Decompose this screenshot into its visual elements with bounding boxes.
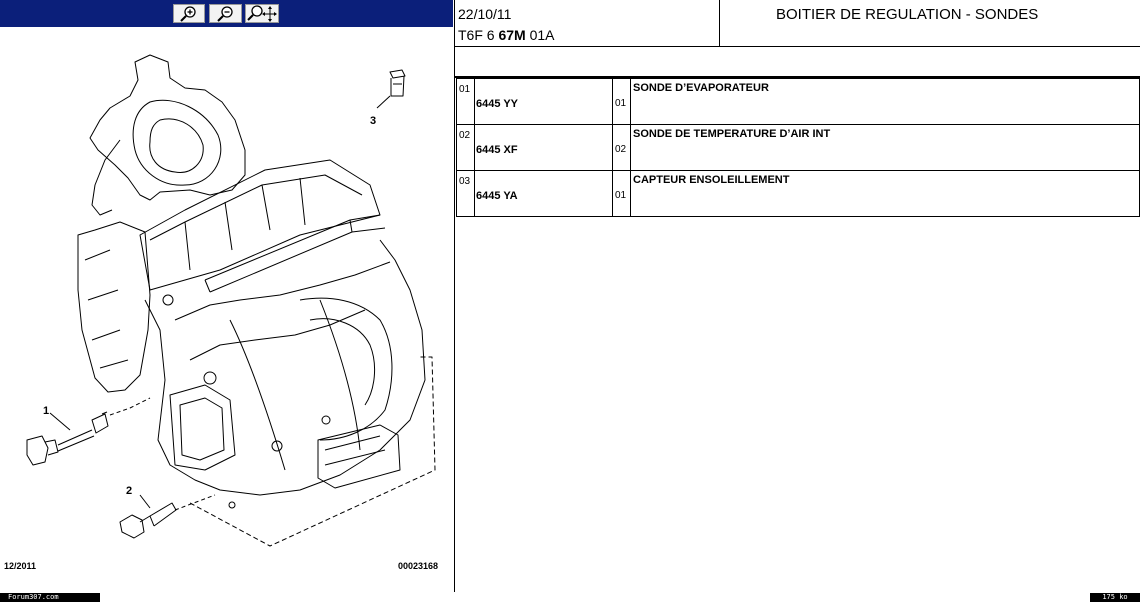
part-description: SONDE D’EVAPORATEUR xyxy=(633,82,769,94)
header-date: 22/10/11 xyxy=(458,6,512,22)
quantity-cell: 01 xyxy=(612,78,631,125)
quantity-cell: 02 xyxy=(612,124,631,171)
header-code-bold: 67M xyxy=(498,27,526,43)
description-cell: SONDE D’EVAPORATEUR xyxy=(630,78,1140,125)
header-code-suffix: 01A xyxy=(529,27,555,43)
pan-zoom-button[interactable] xyxy=(245,4,279,23)
table-row[interactable]: 03 6445 YA 01 CAPTEUR ENSOLEILLEMENT xyxy=(456,170,1140,217)
diagram-date: 12/2011 xyxy=(4,561,37,571)
quantity: 02 xyxy=(615,144,627,155)
magnifier-move-icon xyxy=(247,5,277,22)
part-reference[interactable]: 6445 YA xyxy=(476,190,518,202)
magnifier-plus-icon xyxy=(180,5,196,22)
callout-2: 2 xyxy=(126,485,132,497)
status-size: 175 ko xyxy=(1090,593,1140,602)
description-cell: CAPTEUR ENSOLEILLEMENT xyxy=(630,170,1140,217)
header-code: T6F 6 67M 01A xyxy=(458,27,555,43)
zoom-in-button[interactable] xyxy=(173,4,205,23)
quantity: 01 xyxy=(615,98,627,109)
row-index-cell: 03 xyxy=(456,170,475,217)
part-description: SONDE DE TEMPERATURE D’AIR INT xyxy=(633,128,831,140)
table-top-divider xyxy=(455,76,1140,78)
zoom-out-button[interactable] xyxy=(209,4,242,23)
status-bar xyxy=(0,593,1140,603)
part-reference-cell: 6445 YY xyxy=(474,78,613,125)
header-title-cell: BOITIER DE REGULATION - SONDES xyxy=(719,0,1140,46)
part-reference-cell: 6445 YA xyxy=(474,170,613,217)
row-index-cell: 01 xyxy=(456,78,475,125)
parts-table: 01 6445 YY 01 SONDE D’EVAPORATEUR 02 644… xyxy=(456,78,1140,217)
parts-panel: 22/10/11 T6F 6 67M 01A BOITIER DE REGULA… xyxy=(454,0,1140,592)
table-row[interactable]: 01 6445 YY 01 SONDE D’EVAPORATEUR xyxy=(456,78,1140,125)
part-reference[interactable]: 6445 YY xyxy=(476,98,519,110)
part-description: CAPTEUR ENSOLEILLEMENT xyxy=(633,174,790,186)
header-divider xyxy=(455,46,1140,47)
callout-1: 1 xyxy=(43,405,49,417)
row-index: 02 xyxy=(459,130,471,141)
callout-3: 3 xyxy=(370,115,376,127)
row-index: 03 xyxy=(459,176,471,187)
part-reference-cell: 6445 XF xyxy=(474,124,613,171)
magnifier-minus-icon xyxy=(216,5,233,22)
description-cell: SONDE DE TEMPERATURE D’AIR INT xyxy=(630,124,1140,171)
row-index: 01 xyxy=(459,84,471,95)
status-site: Forum307.com xyxy=(0,593,100,602)
table-row[interactable]: 02 6445 XF 02 SONDE DE TEMPERATURE D’AIR… xyxy=(456,124,1140,171)
zoom-toolbar xyxy=(0,0,453,27)
header-code-prefix: T6F 6 xyxy=(458,27,495,43)
quantity-cell: 01 xyxy=(612,170,631,217)
diagram-panel: 1 2 3 12/2011 00023168 xyxy=(0,0,453,603)
quantity: 01 xyxy=(615,190,627,201)
exploded-parts-diagram: 1 2 3 xyxy=(26,54,436,547)
row-index-cell: 02 xyxy=(456,124,475,171)
page-title: BOITIER DE REGULATION - SONDES xyxy=(776,6,1039,23)
diagram-reference: 00023168 xyxy=(398,561,439,571)
part-reference[interactable]: 6445 XF xyxy=(476,144,518,156)
